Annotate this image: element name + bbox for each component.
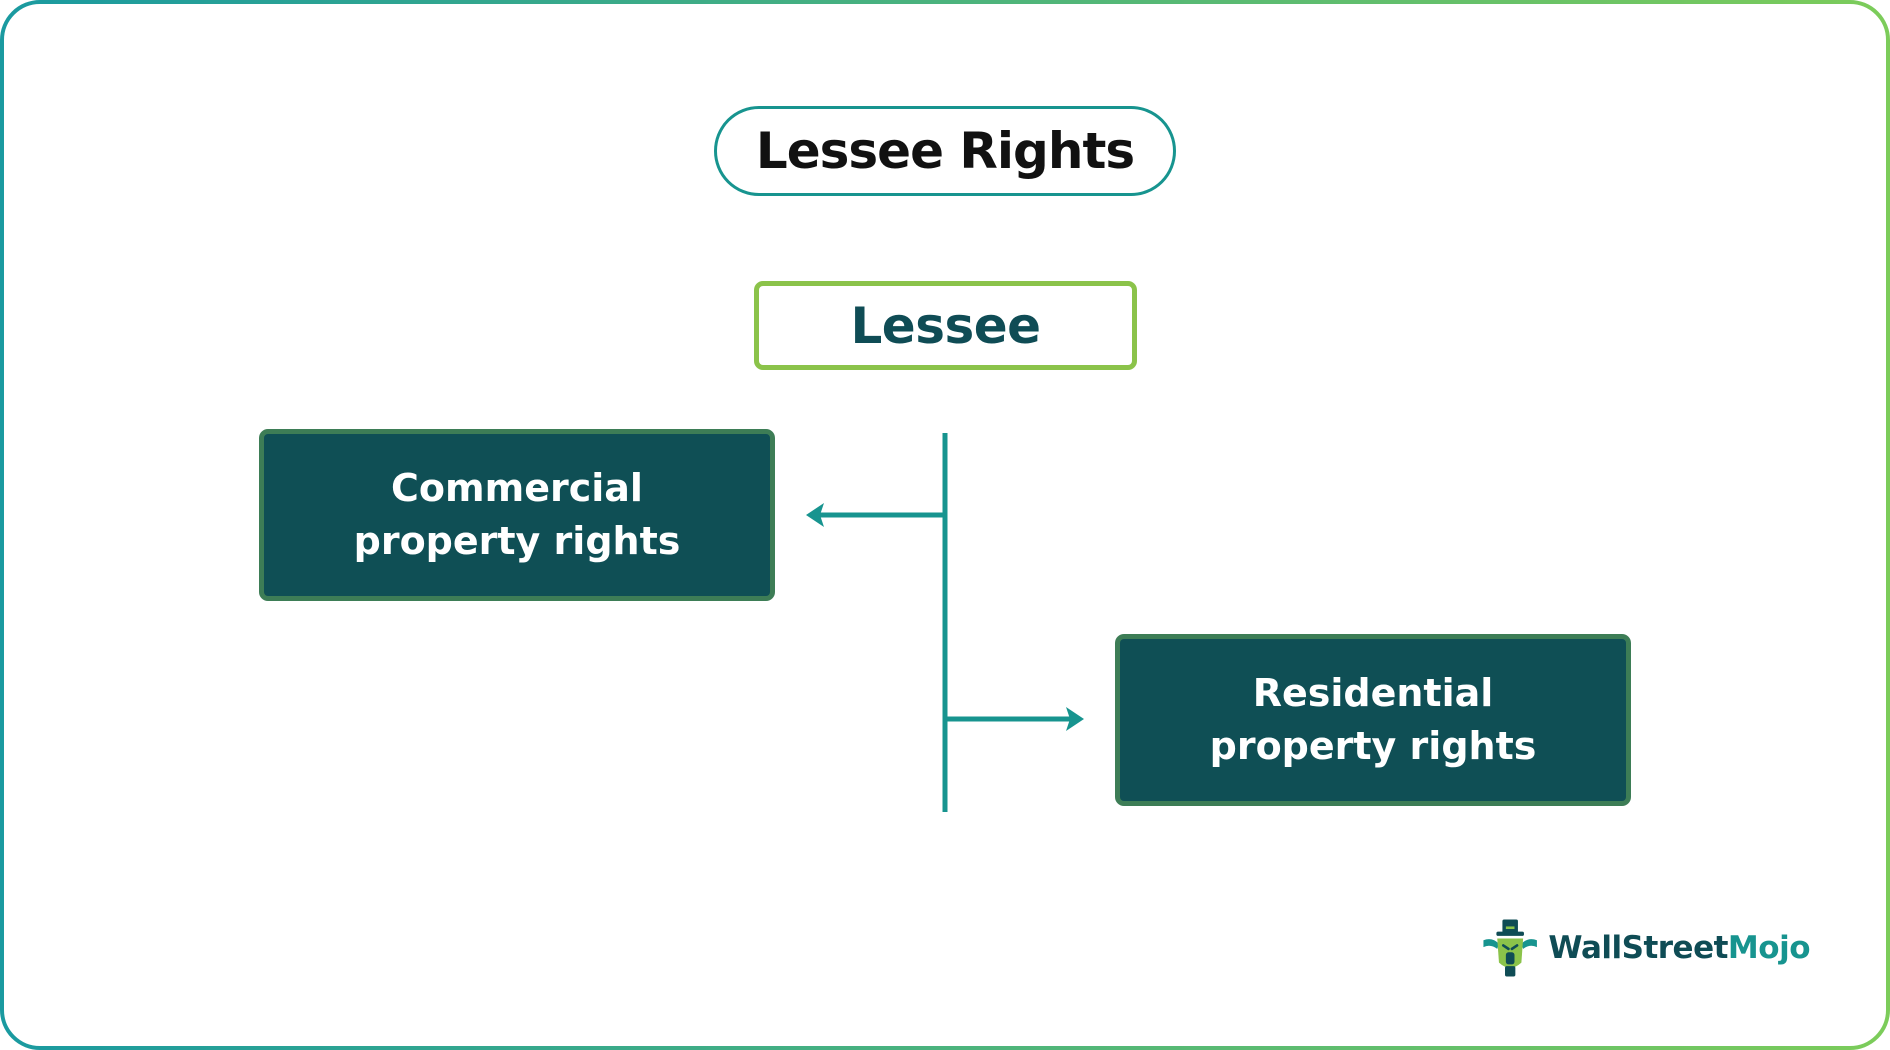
- wallstreetmojo-logo: WallStreetMojo: [1480, 910, 1811, 986]
- diagram-title: Lessee Rights: [755, 122, 1135, 180]
- logo-wordmark: WallStreetMojo: [1548, 930, 1810, 966]
- branch-label-line1: Commercial: [391, 466, 643, 510]
- root-node-label: Lessee: [850, 296, 1041, 355]
- branch-node-commercial: Commercial property rights: [259, 429, 775, 601]
- mojo-mascot-icon: [1483, 919, 1537, 977]
- root-node-lessee: Lessee: [754, 281, 1137, 370]
- logo-wordmark-part2: Mojo: [1727, 930, 1811, 966]
- title-pill: Lessee Rights: [714, 106, 1176, 196]
- branch-label-line2: property rights: [353, 519, 681, 563]
- branch-label-line1: Residential: [1252, 671, 1494, 715]
- logo-wordmark-part1: WallStreet: [1548, 930, 1728, 966]
- branch-node-residential: Residential property rights: [1115, 634, 1631, 806]
- branch-label-line2: property rights: [1209, 724, 1537, 768]
